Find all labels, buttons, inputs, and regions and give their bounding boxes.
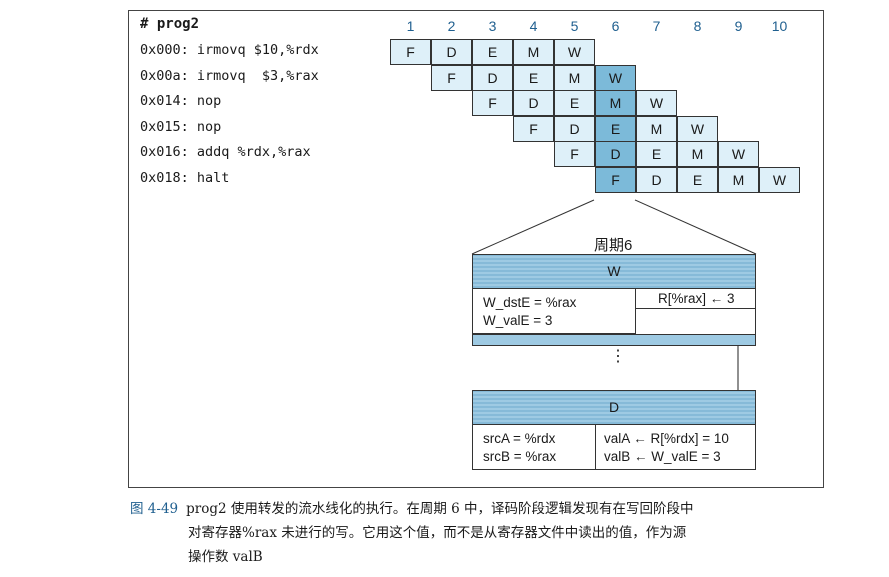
stage-cell: E bbox=[513, 64, 554, 91]
cycle-number: 10 bbox=[771, 18, 788, 34]
stage-cell: F bbox=[431, 64, 472, 91]
vala-text: valA ← R[%rdx] = 10 bbox=[604, 431, 729, 446]
stage-cell: F bbox=[595, 166, 636, 193]
stage-cell: W bbox=[677, 115, 718, 142]
stage-cell: M bbox=[636, 115, 677, 142]
srcb-text: srcB = %rax bbox=[483, 449, 557, 464]
stage-cell: E bbox=[595, 115, 636, 142]
instruction-line: 0x015: nop bbox=[140, 118, 222, 135]
cycle-number: 4 bbox=[529, 18, 538, 34]
stage-cell: M bbox=[513, 39, 554, 65]
stage-cell: M bbox=[718, 166, 759, 193]
caption-line-1: prog2 使用转发的流水线化的执行。在周期 6 中，译码阶段逻辑发现有在写回阶… bbox=[186, 501, 694, 517]
stage-cell: D bbox=[472, 64, 513, 91]
cycle-number: 6 bbox=[611, 18, 620, 34]
stage-cell: F bbox=[554, 141, 595, 167]
cycle-number: 5 bbox=[570, 18, 579, 34]
stage-cell: W bbox=[595, 64, 636, 91]
stage-cell: D bbox=[431, 39, 472, 65]
stage-cell: W bbox=[718, 141, 759, 167]
stage-cell: F bbox=[472, 90, 513, 116]
stage-cell: E bbox=[677, 166, 718, 193]
program-title: # prog2 bbox=[140, 16, 200, 32]
stage-cell: E bbox=[554, 90, 595, 116]
stage-cell: W bbox=[759, 166, 800, 193]
stage-cell: M bbox=[595, 90, 636, 116]
w-register-name: W bbox=[473, 255, 755, 289]
w-register-left-box bbox=[473, 289, 636, 334]
d-register-divider bbox=[595, 425, 596, 469]
stage-cell: M bbox=[554, 64, 595, 91]
stage-cell: M bbox=[677, 141, 718, 167]
figure-caption: 图 4-49 prog2 使用转发的流水线化的执行。在周期 6 中，译码阶段逻辑发… bbox=[130, 497, 830, 569]
cycle-number: 2 bbox=[447, 18, 456, 34]
stage-cell: D bbox=[513, 90, 554, 116]
figure-frame bbox=[128, 10, 824, 488]
instruction-line: 0x000: irmovq $10,%rdx bbox=[140, 42, 319, 58]
w-write-text: R[%rax] ← 3 bbox=[658, 291, 735, 306]
d-pipeline-register: D srcA = %rdx srcB = %rax valA ← R[%rdx]… bbox=[472, 390, 756, 470]
stage-cell: F bbox=[513, 115, 554, 142]
cycle-number: 3 bbox=[488, 18, 497, 34]
cycle-label: 周期6 bbox=[594, 237, 633, 254]
w-vale-text: W_valE = 3 bbox=[483, 313, 553, 328]
valb-text: valB ← W_valE = 3 bbox=[604, 449, 721, 464]
cycle-number: 1 bbox=[406, 18, 415, 34]
caption-label: 图 4-49 bbox=[130, 501, 179, 517]
srca-text: srcA = %rdx bbox=[483, 431, 556, 446]
stage-cell: D bbox=[595, 141, 636, 167]
stage-cell: D bbox=[636, 166, 677, 193]
stage-cell: E bbox=[472, 39, 513, 65]
caption-line-2: 对寄存器%rax 未进行的写。它用这个值，而不是从寄存器文件中读出的值，作为源 bbox=[188, 525, 687, 541]
cycle-number: 9 bbox=[734, 18, 743, 34]
instruction-line: 0x00a: irmovq $3,%rax bbox=[140, 67, 319, 84]
cycle-number: 7 bbox=[652, 18, 661, 34]
d-register-body: srcA = %rdx srcB = %rax valA ← R[%rdx] =… bbox=[473, 425, 755, 469]
stage-cell: D bbox=[554, 115, 595, 142]
instruction-line: 0x016: addq %rdx,%rax bbox=[140, 144, 311, 160]
w-dste-text: W_dstE = %rax bbox=[483, 295, 577, 310]
instruction-line: 0x014: nop bbox=[140, 93, 222, 109]
instruction-line: 0x018: halt bbox=[140, 169, 230, 186]
caption-line-3: 操作数 valB bbox=[188, 549, 263, 565]
cycle-number: 8 bbox=[693, 18, 702, 34]
ellipsis-dots: ⋮ bbox=[610, 348, 626, 365]
stage-cell: E bbox=[636, 141, 677, 167]
stage-cell: F bbox=[390, 39, 431, 65]
d-register-name: D bbox=[473, 391, 755, 425]
stage-cell: W bbox=[554, 39, 595, 65]
w-register-foot bbox=[473, 334, 755, 345]
w-register-body: W_dstE = %rax W_valE = 3 R[%rax] ← 3 bbox=[473, 289, 755, 334]
stage-cell: W bbox=[636, 90, 677, 116]
w-register-right-box bbox=[636, 289, 755, 309]
w-pipeline-register: W W_dstE = %rax W_valE = 3 R[%rax] ← 3 bbox=[472, 254, 756, 346]
